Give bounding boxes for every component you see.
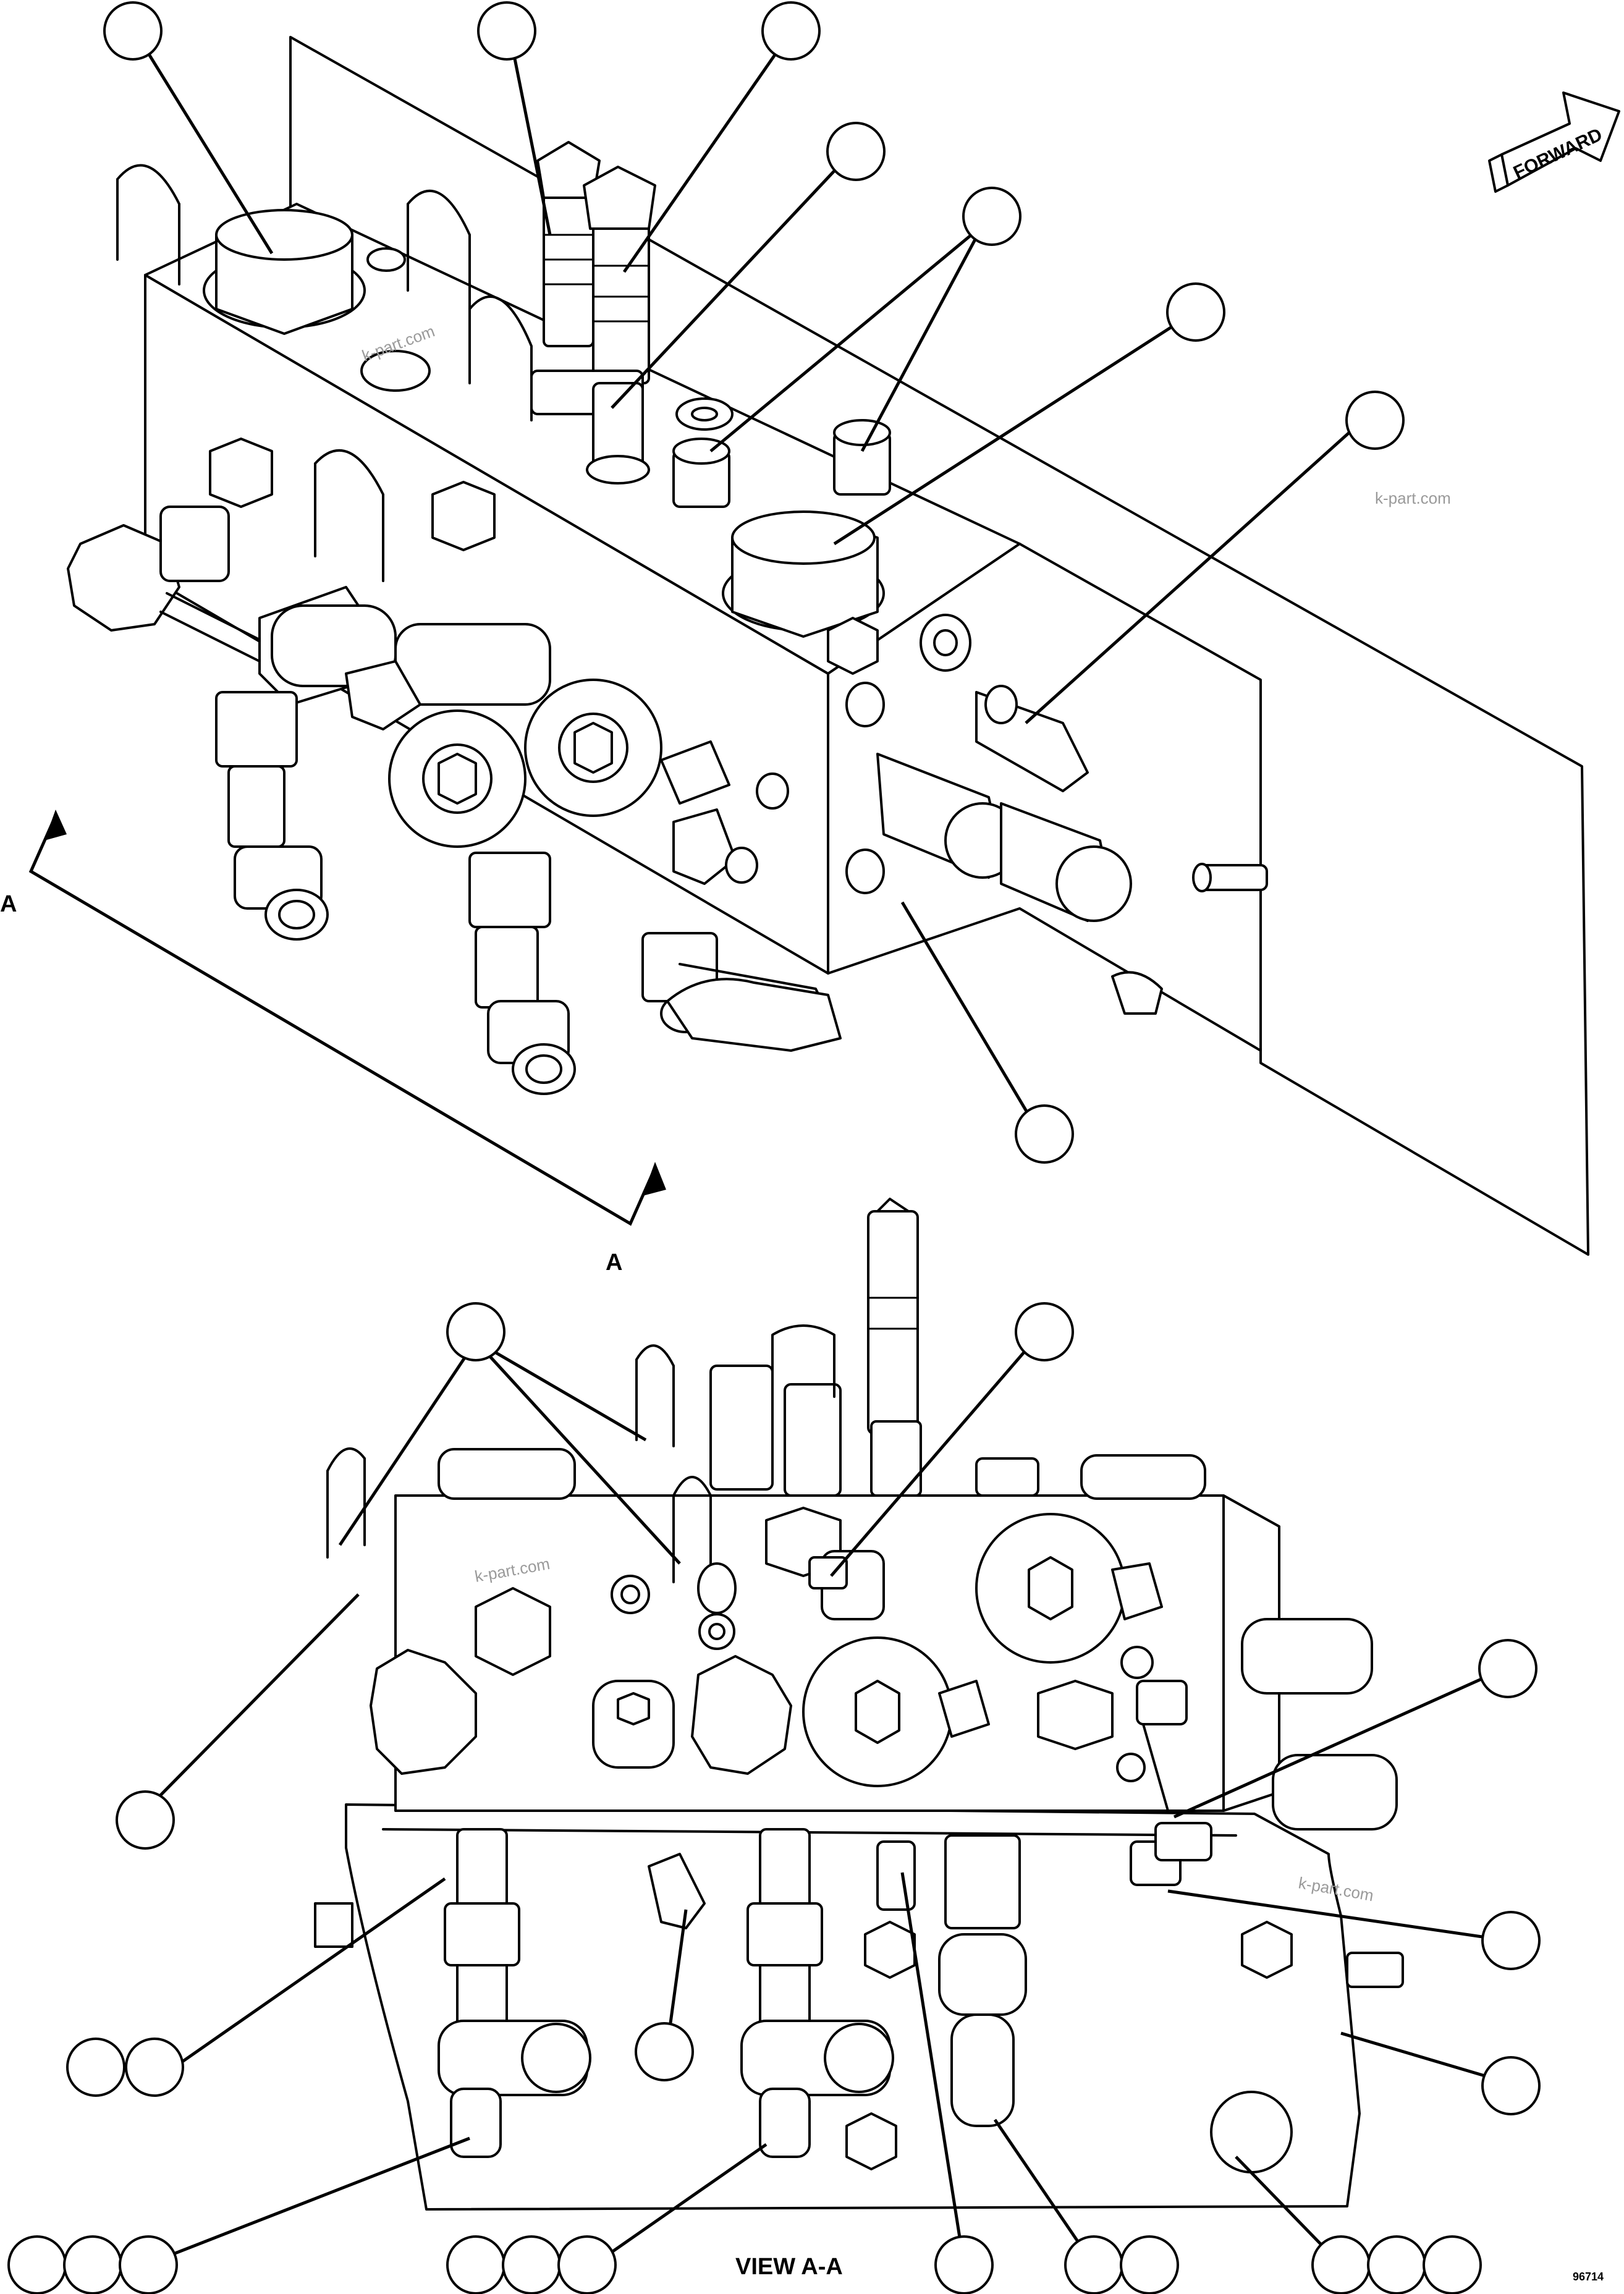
solenoid-connectors: [345, 660, 737, 885]
lower-plugs: [592, 1680, 675, 1769]
hex-cap-left: [203, 209, 366, 335]
drawing-number: 96714: [1573, 2271, 1604, 2283]
callout-22: [502, 2235, 561, 2294]
callout-19: [63, 2235, 122, 2294]
bracket-stub-left: [314, 1902, 353, 1948]
u-guards-lower: [326, 1344, 712, 1583]
callout-11: [116, 1790, 175, 1850]
callout-8: [1015, 1104, 1074, 1164]
front-hex-plugs: [209, 438, 879, 675]
cartridge-valve-1: [536, 141, 601, 347]
underside-fittings: [438, 1822, 1212, 2158]
hose-fitting-left: [215, 691, 329, 941]
base-bracket: [345, 1803, 1361, 2211]
hose-fitting-center: [468, 852, 576, 1095]
upper-isometric-view: A A FORWARD: [0, 1, 1620, 1276]
lower-section-view: VIEW A-A 96714 k-part.com k-part.com: [7, 1198, 1604, 2294]
forward-arrow: FORWARD: [1488, 91, 1620, 193]
manifold-face-details: [475, 1507, 1154, 1782]
callout-21: [446, 2235, 505, 2294]
callout-12: [1478, 1639, 1537, 1698]
solenoid-coil-lower-1: [802, 1636, 990, 1787]
callout-1: [103, 1, 163, 61]
callout-13: [66, 2038, 125, 2097]
callout-17: [1481, 2056, 1541, 2115]
solenoid-coil-2: [524, 679, 662, 817]
callout-28: [1367, 2235, 1426, 2294]
view-title: VIEW A-A: [735, 2254, 843, 2280]
top-caps-rear: [438, 1448, 1206, 1500]
star-knobs: [370, 1649, 792, 1775]
callout-5: [962, 187, 1021, 246]
callout-3: [761, 1, 821, 61]
lower-callouts: [7, 1302, 1541, 2294]
mounting-pin: [1192, 863, 1268, 892]
callout-14: [125, 2038, 184, 2097]
callout-18: [7, 2235, 67, 2294]
cartridge-valve-2: [583, 166, 656, 384]
plunger-valves: [876, 685, 1132, 922]
manifold-right-section: [827, 543, 1262, 1052]
callout-2: [477, 1, 536, 61]
section-mark-top: A: [0, 891, 17, 917]
bracket-hex-holes: [845, 1921, 1293, 2173]
watermark-2: k-part.com: [1375, 489, 1451, 507]
callout-20: [119, 2235, 178, 2294]
callout-10: [1015, 1302, 1074, 1361]
callout-6: [1166, 282, 1225, 342]
callout-4: [826, 122, 886, 181]
cartridge-stack: [709, 1198, 922, 1497]
callout-24: [934, 2235, 994, 2294]
callout-16: [1481, 1911, 1541, 1970]
end-face-ports: [725, 614, 971, 894]
callout-15: [635, 2022, 694, 2081]
callout-9: [446, 1302, 505, 1361]
top-plugs: [360, 247, 891, 508]
callout-29: [1423, 2235, 1482, 2294]
callout-23: [557, 2235, 617, 2294]
side-plungers: [1136, 1618, 1398, 1831]
bracket-foot: [666, 978, 842, 1052]
hex-cap-right: [722, 510, 885, 638]
solenoid-coil-1: [388, 709, 527, 848]
solenoid-coil-lower-2: [975, 1513, 1163, 1664]
callout-7: [1345, 391, 1405, 450]
callout-26: [1120, 2235, 1179, 2294]
callout-25: [1064, 2235, 1123, 2294]
plate-tab: [1111, 971, 1163, 1015]
bracket-pin-right: [1346, 1952, 1404, 1988]
upper-callouts: [103, 1, 1405, 1164]
callout-27: [1311, 2235, 1371, 2294]
section-mark-bottom: A: [606, 1250, 622, 1276]
solenoid-valve-stem: [271, 604, 551, 706]
section-line-a: A A: [0, 810, 666, 1276]
